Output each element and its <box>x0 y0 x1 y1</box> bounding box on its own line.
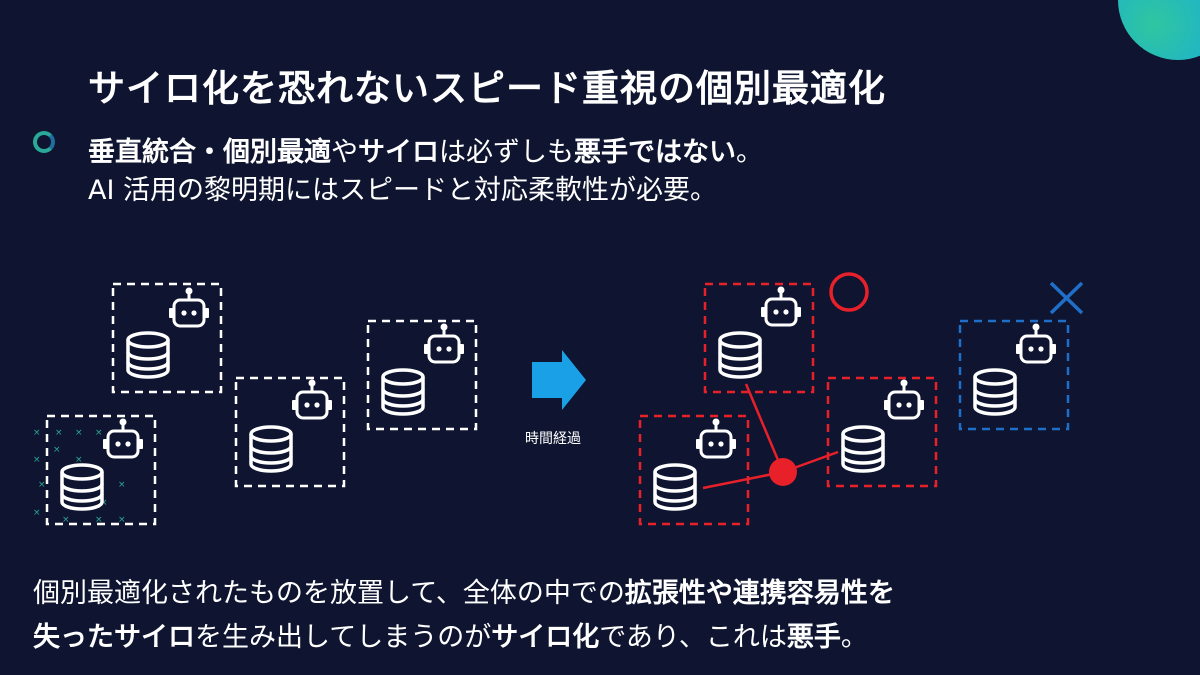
footer-text-2: を生み出してしまうのが <box>195 622 492 653</box>
svg-text:×: × <box>33 508 41 518</box>
silo-box-2 <box>234 376 346 488</box>
footer-text-4: 。 <box>840 622 868 653</box>
svg-text:×: × <box>75 455 83 465</box>
lead-text-3: 。 <box>736 137 763 168</box>
robot-icon <box>167 286 211 328</box>
time-arrow-icon <box>532 350 586 410</box>
sparkle-pattern: × × × × × × × × × × × × × × <box>33 428 126 525</box>
database-icon <box>249 425 293 473</box>
footer-text: 個別最適化されたものを放置して、全体の中での拡張性や連携容易性を 失ったサイロを… <box>33 572 895 660</box>
silo-box-4: × × × × × × × × × × × × × × <box>33 414 157 526</box>
svg-text:×: × <box>33 455 41 465</box>
silo-box-1 <box>111 282 223 394</box>
footer-text-1: 個別最適化されたものを放置して、全体の中での <box>33 578 625 609</box>
svg-text:×: × <box>118 515 126 525</box>
time-elapsed-label: 時間経過 <box>525 431 581 447</box>
robot-icon <box>1014 322 1058 364</box>
database-icon <box>653 463 697 511</box>
lead-text-2: は必ずしも <box>439 137 574 168</box>
bad-mark-icon <box>1049 281 1084 315</box>
robot-icon <box>882 378 926 420</box>
robot-icon <box>422 322 466 364</box>
database-icon <box>973 368 1017 416</box>
lead-text-1: や <box>331 137 358 168</box>
footer-bold-1: 拡張性や連携容易性を <box>624 578 895 609</box>
database-icon <box>60 463 104 511</box>
svg-text:×: × <box>100 498 108 508</box>
connected-box-2 <box>826 376 938 488</box>
connected-box-3 <box>638 414 750 526</box>
svg-text:×: × <box>55 428 63 438</box>
svg-text:×: × <box>75 428 83 438</box>
svg-text:×: × <box>62 515 70 525</box>
svg-text:×: × <box>33 428 41 438</box>
lead-text: 垂直統合・個別最適やサイロは必ずしも悪手ではない。 AI 活用の黎明期にはスピー… <box>88 134 763 210</box>
svg-text:×: × <box>38 480 46 490</box>
svg-text:×: × <box>53 445 61 455</box>
footer-text-3: であり、これは <box>599 622 787 653</box>
svg-text:×: × <box>95 515 103 525</box>
robot-icon <box>694 417 738 459</box>
database-icon <box>718 331 762 379</box>
hub-node <box>769 458 797 486</box>
footer-bold-4: 悪手 <box>786 622 841 653</box>
lead-bold-2: サイロ <box>358 137 439 168</box>
bullet-ring-icon <box>33 131 55 153</box>
lead-bold-1: 垂直統合・個別最適 <box>88 137 331 168</box>
database-icon <box>841 425 885 473</box>
robot-icon <box>759 285 803 327</box>
silo-box-3 <box>366 319 478 431</box>
robot-icon <box>290 378 334 420</box>
page-title: サイロ化を恐れないスピード重視の個別最適化 <box>88 67 886 110</box>
footer-bold-3: サイロ化 <box>491 622 600 653</box>
database-icon <box>381 368 425 416</box>
connected-box-1 <box>703 282 815 394</box>
svg-text:×: × <box>95 428 103 438</box>
isolated-silo-box <box>958 319 1070 431</box>
lead-bold-3: 悪手ではない <box>574 137 736 168</box>
database-icon <box>126 331 170 379</box>
svg-text:×: × <box>118 480 126 490</box>
good-mark-icon <box>829 272 869 312</box>
lead-line-2: AI 活用の黎明期にはスピードと対応柔軟性が必要。 <box>88 175 718 206</box>
footer-bold-2: 失ったサイロ <box>33 622 195 653</box>
robot-icon <box>101 417 145 459</box>
